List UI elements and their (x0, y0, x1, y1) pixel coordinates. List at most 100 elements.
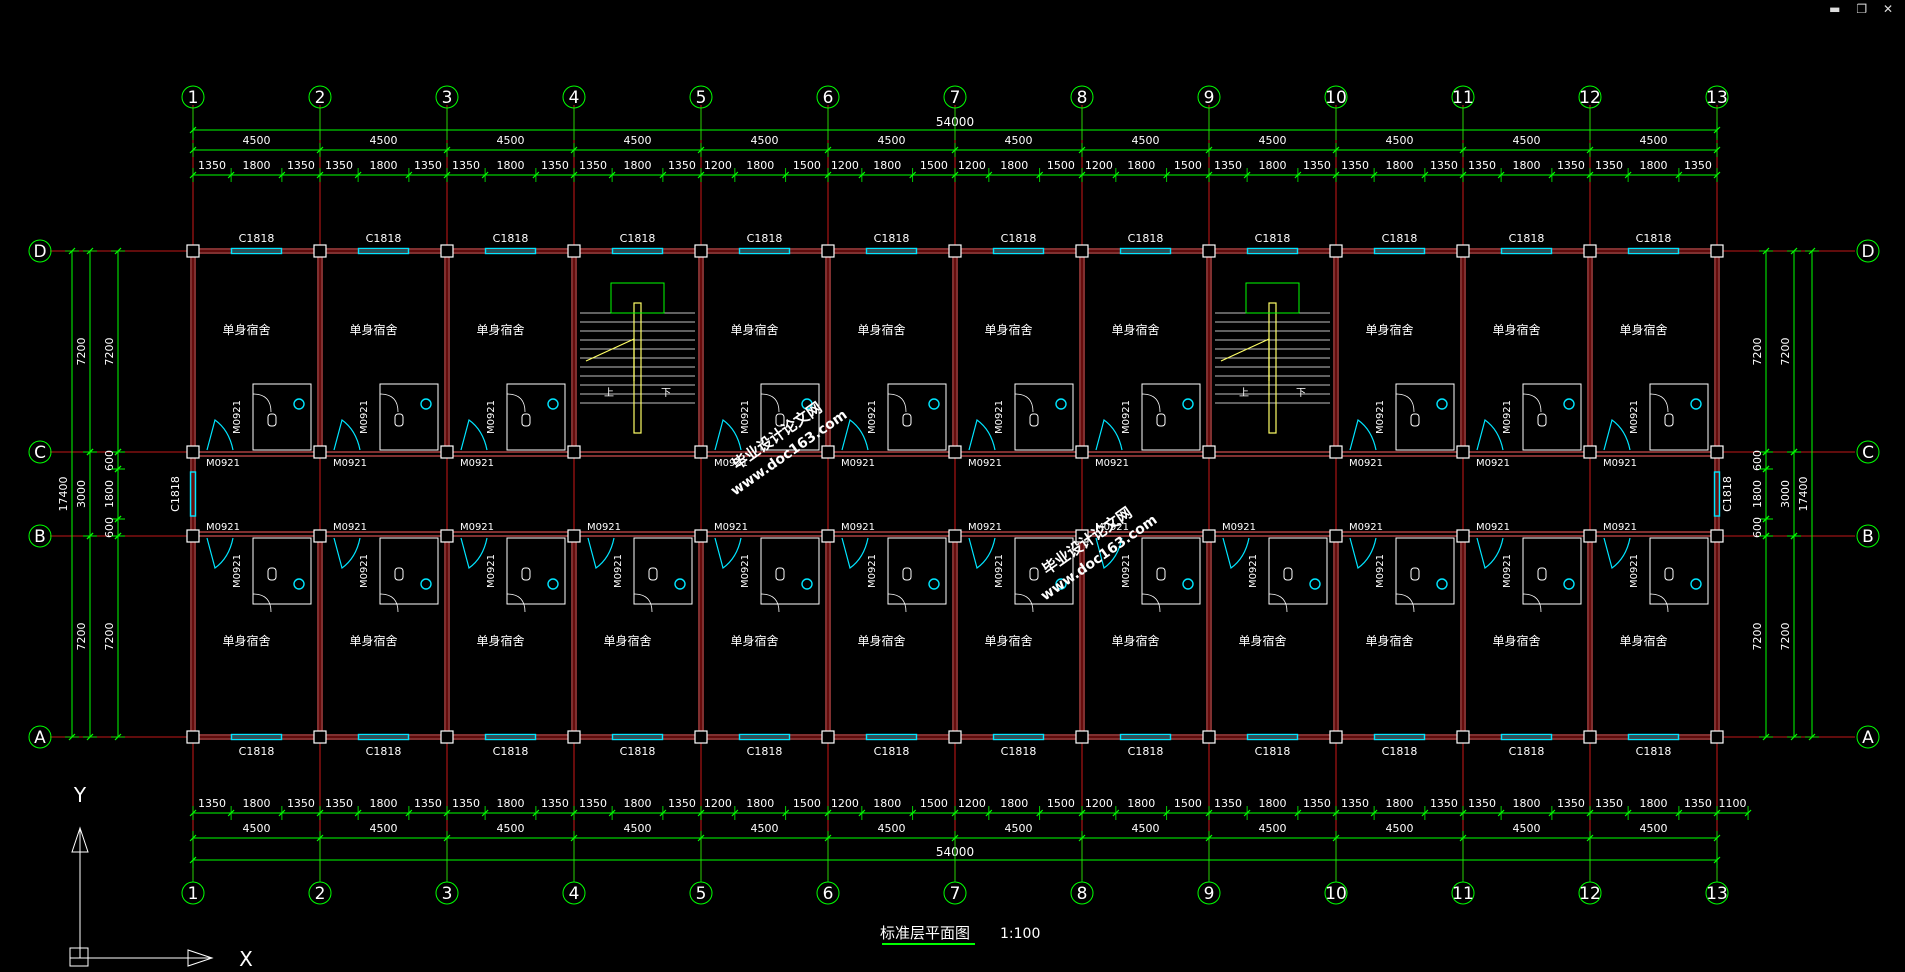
dim-tick (114, 515, 122, 523)
dim-sub-top-label: 1200 (704, 159, 732, 172)
dim-tick (1744, 809, 1752, 817)
door-label: M0921 (841, 522, 875, 533)
stair-arrow (585, 338, 635, 381)
dim-tick (86, 448, 94, 456)
grid-bubble-top-13-label: 13 (1706, 88, 1728, 108)
dim-sub-bottom-label: 1500 (920, 797, 948, 810)
column (1329, 529, 1343, 543)
grid-bubble-bottom-11-label: 11 (1452, 884, 1474, 904)
dim-tick (909, 809, 917, 817)
entrance-door (206, 537, 234, 569)
room-label-bottom: 单身宿舍 (857, 633, 905, 648)
entrance-door (460, 419, 488, 451)
dim-tick (824, 146, 832, 154)
column (313, 244, 327, 258)
grid-bubble-right-D-circle[interactable] (1856, 239, 1880, 263)
dim-sub-bottom-label: 1800 (1259, 797, 1287, 810)
room-label-top: 单身宿舍 (984, 322, 1032, 337)
grid-bubble-right-A-circle[interactable] (1856, 725, 1880, 749)
door-label-bath: M0921 (1502, 400, 1513, 434)
door-label: M0921 (841, 458, 875, 469)
dim-tick (608, 171, 616, 179)
dim-tick (443, 146, 451, 154)
restore-icon[interactable]: ❐ (1856, 2, 1874, 16)
grid-bubble-left-B-circle[interactable] (28, 524, 52, 548)
dim-sub-bottom-label: 1800 (1127, 797, 1155, 810)
dim-bay-top-label: 4500 (1005, 134, 1033, 147)
dim-tick (1294, 171, 1302, 179)
dim-tick (1078, 834, 1086, 842)
dim-tick (1294, 809, 1302, 817)
dim-tick (1713, 171, 1721, 179)
grid-bubble-top-1-label: 1 (188, 88, 199, 108)
door-label-bath: M0921 (1375, 554, 1386, 588)
dim-sub-top-label: 1500 (920, 159, 948, 172)
dim-tick (1421, 809, 1429, 817)
room-label-top: 单身宿舍 (1619, 322, 1667, 337)
grid-bubble-left-A-circle[interactable] (28, 725, 52, 749)
stair-down-label: 下 (1296, 388, 1306, 399)
column (821, 445, 835, 459)
dim-sub-top-label: 1500 (1047, 159, 1075, 172)
dim-tick (1459, 146, 1467, 154)
sink-fixture (420, 578, 432, 590)
dim-bay-bottom-label: 4500 (370, 822, 398, 835)
stair-down-label: 下 (661, 388, 671, 399)
dim-bay-top-label: 4500 (370, 134, 398, 147)
dim-tick (189, 834, 197, 842)
ucs-icon (69, 826, 214, 967)
dim-tick (1497, 171, 1505, 179)
entrance-door (333, 537, 361, 569)
column (440, 445, 454, 459)
dim-tick (278, 171, 286, 179)
bathroom-wall (1014, 537, 1074, 605)
grid-bubble-top-3-label: 3 (442, 88, 453, 108)
close-icon[interactable]: ✕ (1882, 2, 1899, 16)
dim-tick (1459, 171, 1467, 179)
bathroom-wall (887, 383, 947, 451)
dim-sub-bottom-label: 1800 (1000, 797, 1028, 810)
dim-tick (1205, 171, 1213, 179)
column (1075, 244, 1089, 258)
column (1202, 445, 1216, 459)
grid-bubble-bottom-13-label: 13 (1706, 884, 1728, 904)
door-label: M0921 (714, 522, 748, 533)
dim-sub-bottom-label: 1800 (370, 797, 398, 810)
column (1710, 244, 1724, 258)
grid-bubble-left-D-circle[interactable] (28, 239, 52, 263)
bathroom-door-swing (633, 593, 653, 613)
dim-tick (1078, 171, 1086, 179)
grid-bubble-right-B-circle[interactable] (1856, 524, 1880, 548)
room-label-bottom: 单身宿舍 (984, 633, 1032, 648)
ucs-y-label: Y (73, 783, 87, 807)
stairwell (1215, 282, 1330, 434)
bathroom-door-swing (1522, 593, 1542, 613)
window-label: C1818 (1636, 232, 1672, 245)
window-label: C1818 (169, 476, 182, 512)
column (440, 244, 454, 258)
column (821, 244, 835, 258)
grid-bubble-top-9-label: 9 (1204, 88, 1215, 108)
entrance-door (333, 419, 361, 451)
door-label-bath: M0921 (613, 554, 624, 588)
dim-sub-bottom-label: 1200 (831, 797, 859, 810)
bathroom-door-swing (379, 593, 399, 613)
grid-bubble-left-C-circle[interactable] (28, 440, 52, 464)
dim-tick (1205, 834, 1213, 842)
dim-sub-bottom-label: 1350 (325, 797, 353, 810)
door-label: M0921 (1476, 458, 1510, 469)
door-label-bath: M0921 (740, 400, 751, 434)
dim-tick (443, 809, 451, 817)
dim-tick (1762, 733, 1770, 741)
dim-tick (1808, 247, 1816, 255)
dim-tick (68, 247, 76, 255)
toilet-fixture (521, 413, 531, 427)
grid-bubble-right-C-circle[interactable] (1856, 440, 1880, 464)
minimize-icon[interactable]: ▬ (1829, 2, 1847, 16)
bathroom-wall (760, 537, 820, 605)
dim-tick (1078, 809, 1086, 817)
grid-bubble-left-B-label: B (34, 527, 46, 547)
dim-sub-top-label: 1800 (1000, 159, 1028, 172)
dim-sub-bottom-label: 1350 (1341, 797, 1369, 810)
